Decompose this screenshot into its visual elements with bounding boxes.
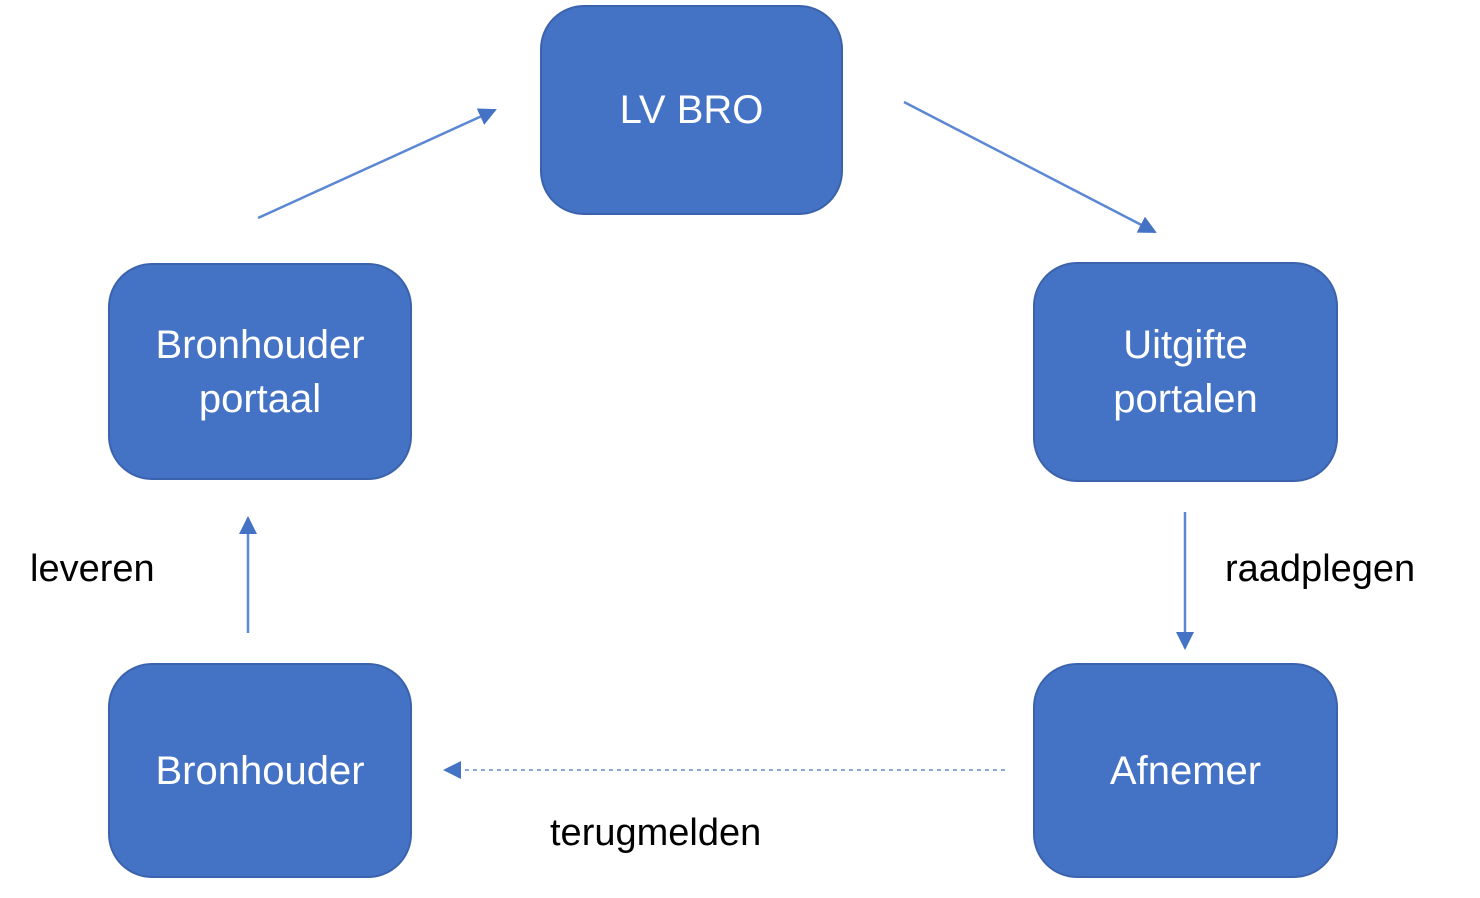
node-bronhouder-label: Bronhouder	[155, 748, 365, 793]
node-afnemer-label: Afnemer	[1109, 748, 1262, 793]
node-lv-bro: LV BRO	[540, 5, 843, 215]
node-bronhouder-portaal-label: Bronhouder portaal	[155, 322, 365, 421]
node-bronhouder-portaal: Bronhouder portaal	[108, 263, 412, 480]
arrow-bronhouderportaal-to-lvbro	[257, 108, 497, 220]
node-bronhouder: Bronhouder	[108, 663, 412, 878]
arrow-lvbro-to-uitgifteportalen	[903, 100, 1157, 234]
node-lv-bro-label: LV BRO	[619, 88, 764, 132]
node-uitgifte-portalen: Uitgifte portalen	[1033, 262, 1338, 482]
edge-label-terugmelden: terugmelden	[550, 812, 762, 854]
edge-label-raadplegen: raadplegen	[1225, 548, 1416, 590]
node-uitgifte-portalen-label: Uitgifte portalen	[1113, 323, 1258, 421]
edge-label-leveren: leveren	[30, 548, 155, 590]
node-afnemer: Afnemer	[1033, 663, 1338, 878]
